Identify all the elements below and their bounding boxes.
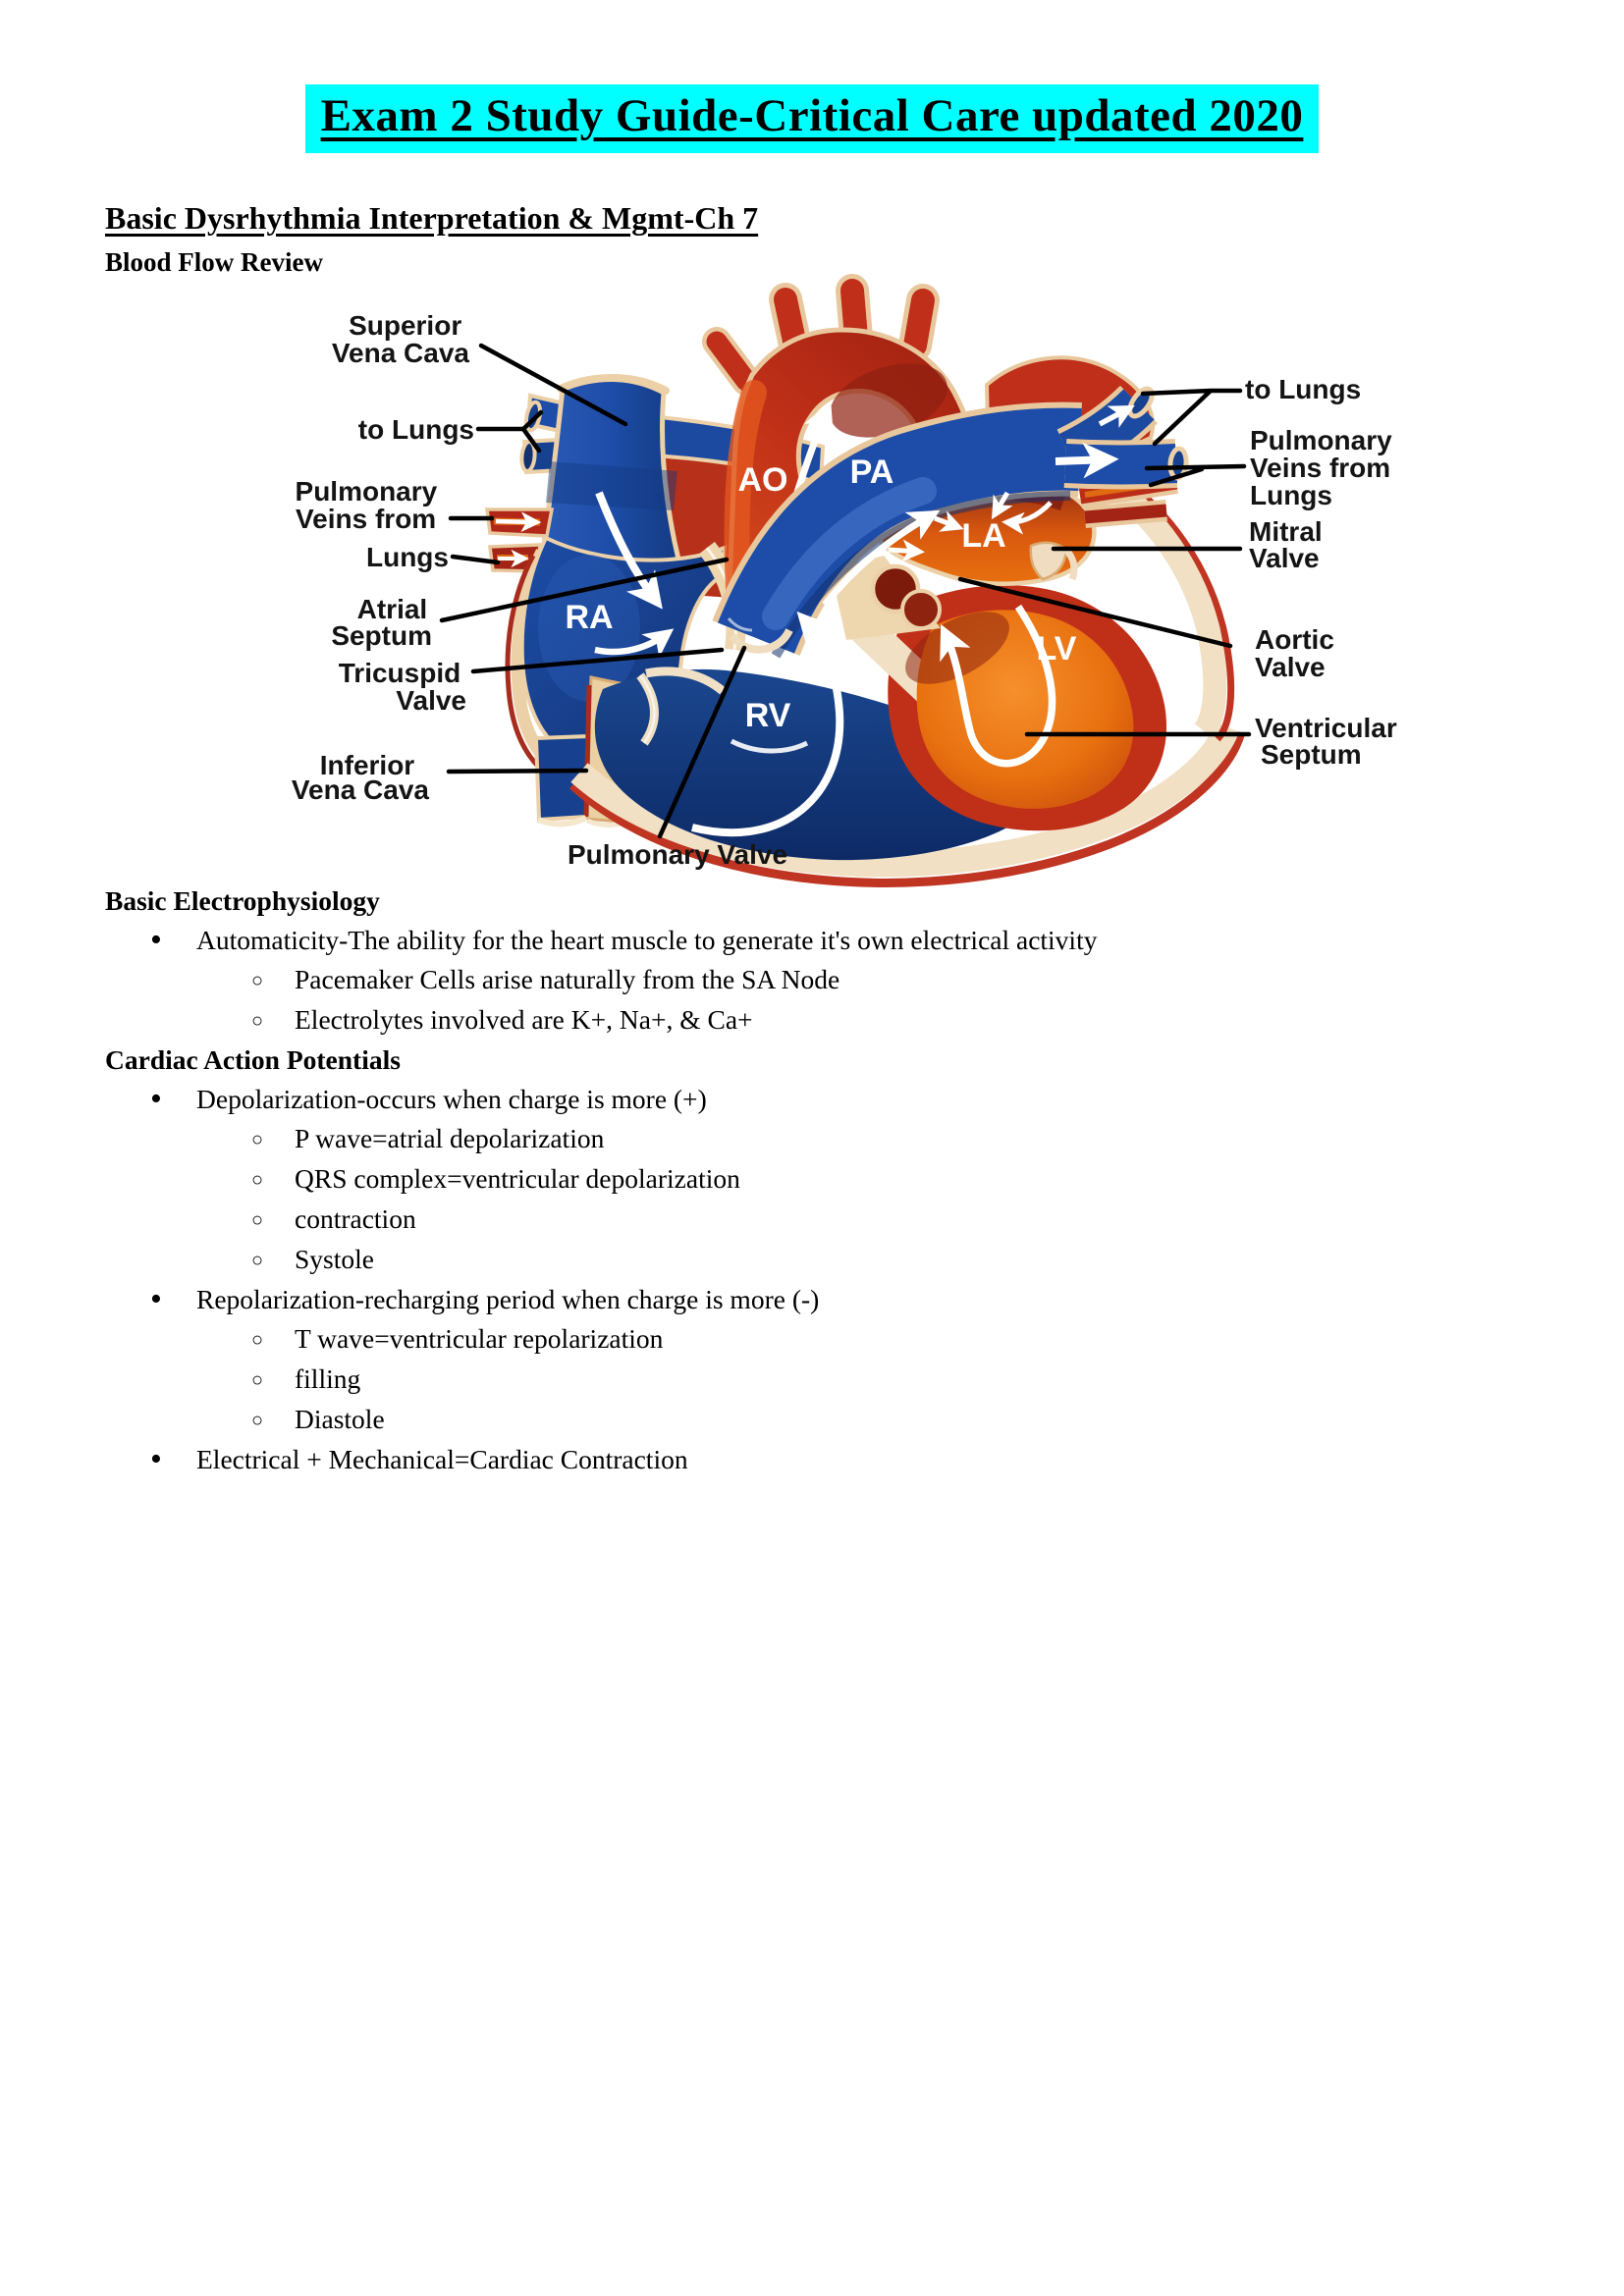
- label-atrial-septum: Atrial Septum: [331, 594, 435, 651]
- bullet-icon: •: [150, 1441, 162, 1477]
- label-lv: LV: [1037, 630, 1077, 667]
- bottom-wall-red: [568, 730, 1246, 887]
- diagram-labels: Superior Vena Cava to Lungs Pulmonary Ve…: [292, 310, 1405, 870]
- label-la: LA: [961, 517, 1005, 555]
- pa-sheen: [762, 477, 937, 630]
- ra-wall-redline: [505, 554, 548, 775]
- sub-bullet-text: Electrolytes involved are K+, Na+, & Ca+: [295, 1004, 753, 1035]
- mitral-valve-flap: [1063, 547, 1078, 581]
- ra-flow-arrow: [594, 628, 675, 659]
- sub-bullet-text: Diastole: [295, 1404, 385, 1434]
- tricuspid-valve-flap: [645, 667, 726, 695]
- pa-flow-arrow: [1098, 404, 1135, 428]
- pa-flow-arrow: [1055, 442, 1119, 479]
- label-rv: RV: [745, 697, 791, 734]
- sub-bullet-item: ○ QRS complex=ventricular depolarization: [0, 1159, 1624, 1200]
- label-pa: PA: [850, 454, 894, 491]
- sub-bullet-text: Systole: [295, 1244, 374, 1274]
- section-title: Basic Electrophysiology: [105, 885, 380, 916]
- label-mitral-valve: Mitral Valve: [1249, 516, 1329, 573]
- chamber-labels: AO PA LA RA LV RV: [565, 454, 1076, 734]
- bullet-icon: •: [150, 922, 162, 958]
- label-aortic-valve: Aortic Valve: [1255, 624, 1342, 682]
- page-title: Exam 2 Study Guide-Critical Care updated…: [304, 84, 1320, 154]
- right-pulmonary-vein-2: [1084, 504, 1167, 524]
- circle-bullet-icon: ○: [251, 970, 264, 991]
- circle-bullet-icon: ○: [251, 1369, 264, 1391]
- bullet-item: • Depolarization-occurs when charge is mo…: [0, 1080, 1624, 1119]
- sub-bullet-item: ○ Systole: [0, 1240, 1624, 1280]
- bullet-icon: •: [150, 1081, 162, 1117]
- rv-flow-arrow: [691, 611, 844, 837]
- sub-bullet-text: T wave=ventricular repolarization: [295, 1323, 664, 1354]
- la-flow-arrow: [888, 539, 925, 562]
- label-pulmonary-valve: Pulmonary Valve: [568, 839, 787, 870]
- sub-bullet-item: ○ contraction: [0, 1200, 1624, 1240]
- bullet-text: Automaticity-The ability for the heart m…: [196, 925, 1098, 955]
- aorta-highlight: [724, 380, 767, 602]
- lv-flow-arrow: [940, 604, 1056, 768]
- label-ra: RA: [565, 599, 613, 636]
- mitral-valve-flap: [1029, 541, 1068, 581]
- sub-bullet-text: QRS complex=ventricular depolarization: [295, 1163, 740, 1194]
- aortic-valve-pocket: [900, 589, 942, 630]
- sub-bullet-text: P wave=atrial depolarization: [295, 1123, 605, 1153]
- circle-bullet-icon: ○: [251, 1410, 264, 1431]
- sub-bullet-item: ○ Diastole: [0, 1400, 1624, 1440]
- subsection-heading: Blood Flow Review: [105, 247, 323, 277]
- circle-bullet-icon: ○: [251, 1250, 264, 1271]
- title-row: Exam 2 Study Guide-Critical Care updated…: [0, 84, 1624, 154]
- label-ventricular-septum: Ventricular Septum: [1255, 713, 1405, 770]
- heart-blood-flow-diagram: AO PA LA RA LV RV Superio: [292, 274, 1405, 887]
- rv-swoosh: [730, 738, 809, 754]
- svc-flow-arrow: [595, 491, 663, 610]
- label-superior-vena-cava: Superior Vena Cava: [332, 310, 470, 368]
- bullet-item: • Automaticity-The ability for the heart …: [0, 921, 1624, 960]
- document-body: Basic Electrophysiology • Automaticity-Th…: [0, 881, 1624, 1479]
- bottom-wall-cream: [570, 721, 1240, 878]
- sub-bullet-item: ○ T wave=ventricular repolarization: [0, 1319, 1624, 1360]
- circle-bullet-icon: ○: [251, 1329, 264, 1351]
- bullet-text: Electrical + Mechanical=Cardiac Contract…: [196, 1444, 688, 1474]
- circle-bullet-icon: ○: [251, 1209, 264, 1231]
- svc-shadow-band: [546, 461, 677, 510]
- label-ao: AO: [738, 461, 788, 499]
- bullet-text: Depolarization-occurs when charge is mor…: [196, 1084, 707, 1114]
- sub-bullet-text: contraction: [295, 1203, 416, 1234]
- bullet-text: Repolarization-recharging period when ch…: [196, 1284, 820, 1314]
- label-to-lungs-right: to Lungs: [1245, 374, 1361, 404]
- sub-bullet-item: ○ Electrolytes involved are K+, Na+, & Ca…: [0, 1000, 1624, 1041]
- rv-shape: [594, 668, 1043, 861]
- aorta-arch-shadow: [830, 363, 947, 438]
- label-pulmonary-veins-right: Pulmonary Veins from Lungs: [1250, 425, 1399, 510]
- sub-bullet-item: ○ filling: [0, 1360, 1624, 1400]
- leader-lines: [439, 343, 1252, 839]
- label-pulmonary-veins-left: Pulmonary Veins from Lungs: [296, 476, 449, 572]
- la-flow-arrow: [934, 510, 964, 532]
- label-tricuspid-valve: Tricuspid Valve: [339, 658, 468, 716]
- circle-bullet-icon: ○: [251, 1010, 264, 1032]
- sub-bullet-text: filling: [295, 1363, 361, 1394]
- label-inferior-vena-cava: Inferior Vena Cava: [292, 750, 430, 805]
- bullet-item: • Repolarization-recharging period when c…: [0, 1280, 1624, 1319]
- section-heading: Basic Dysrhythmia Interpretation & Mgmt-…: [105, 200, 759, 236]
- bullet-icon: •: [150, 1281, 162, 1317]
- sub-bullet-text: Pacemaker Cells arise naturally from the…: [295, 964, 840, 994]
- circle-bullet-icon: ○: [251, 1169, 264, 1191]
- la-flow-arrow: [991, 491, 1013, 520]
- sub-bullet-item: ○ Pacemaker Cells arise naturally from th…: [0, 960, 1624, 1000]
- circle-bullet-icon: ○: [251, 1129, 264, 1150]
- svc-top-rim: [557, 374, 670, 395]
- sub-bullet-item: ○ P wave=atrial depolarization: [0, 1119, 1624, 1159]
- la-flow-arrow: [1001, 501, 1053, 535]
- vein-flow-arrow: [495, 511, 542, 532]
- left-pa-branch-lower-rim: [519, 440, 537, 473]
- label-to-lungs-left: to Lungs: [358, 414, 474, 445]
- pulmonary-valve-flap: [729, 628, 793, 654]
- pa-flow-arrow: [822, 509, 941, 608]
- bullet-item: • Electrical + Mechanical=Cardiac Contrac…: [0, 1440, 1624, 1479]
- section-title: Cardiac Action Potentials: [105, 1044, 401, 1075]
